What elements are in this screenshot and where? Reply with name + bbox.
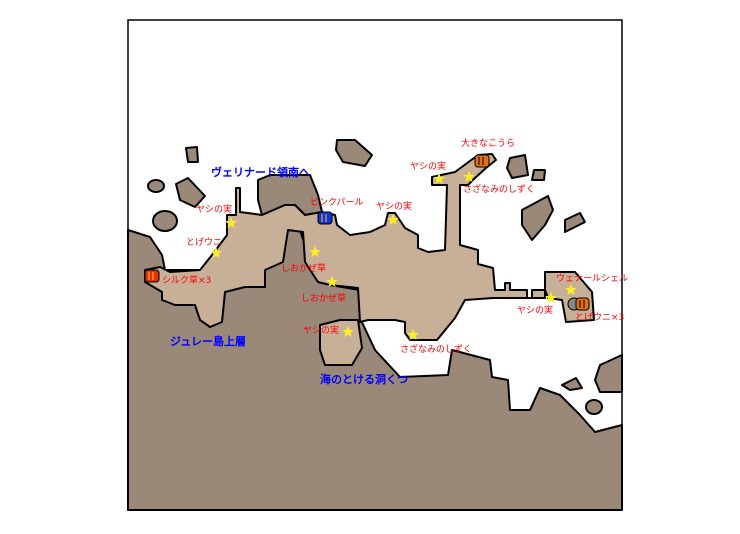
treasure-chest-shell[interactable] bbox=[474, 154, 490, 168]
islands bbox=[147, 139, 623, 415]
item-star-icon[interactable] bbox=[407, 328, 419, 340]
floor-region-main bbox=[144, 153, 546, 341]
item-label: ピンクパール bbox=[310, 198, 364, 208]
item-star-icon[interactable] bbox=[326, 275, 338, 287]
item-label: ヤシの実 bbox=[376, 202, 413, 212]
item-label: ヤシの実 bbox=[303, 326, 340, 336]
item-label: しおかぜ草 bbox=[281, 264, 327, 274]
item-label: シルク草×3 bbox=[162, 276, 212, 286]
item-star-icon[interactable] bbox=[342, 325, 354, 337]
item-label: 大きなこうら bbox=[461, 139, 516, 149]
item-star-icon[interactable] bbox=[225, 216, 237, 228]
area-label-sea-cave[interactable]: 海のとける洞くつ bbox=[320, 373, 408, 386]
item-star-icon[interactable] bbox=[545, 291, 557, 303]
item-star-icon[interactable] bbox=[210, 246, 222, 258]
treasure-chest-silk[interactable] bbox=[144, 269, 160, 283]
item-label: さざなみのしずく bbox=[463, 185, 535, 195]
treasure-chest-urchin[interactable] bbox=[575, 297, 590, 311]
item-label: さざなみのしずく bbox=[400, 345, 472, 355]
item-label: ヤシの実 bbox=[196, 205, 233, 215]
item-label: ヤシの実 bbox=[517, 306, 554, 316]
area-label-jure-upper: ジュレー島上層 bbox=[170, 335, 247, 348]
item-star-icon[interactable] bbox=[309, 245, 321, 257]
item-label: とげウニ×3 bbox=[575, 313, 625, 323]
item-star-icon[interactable] bbox=[387, 213, 399, 225]
area-label-verinard[interactable]: ヴェリナード領南へ bbox=[211, 166, 310, 179]
stars bbox=[210, 170, 577, 340]
item-star-icon[interactable] bbox=[565, 283, 577, 295]
item-star-icon[interactable] bbox=[433, 172, 445, 184]
item-label: ウェナールシェル bbox=[556, 274, 629, 284]
treasure-chest-pink-pearl[interactable] bbox=[317, 211, 333, 225]
item-label: ヤシの実 bbox=[410, 162, 447, 172]
item-label: とげウニ bbox=[186, 238, 223, 248]
item-label: しおかぜ草 bbox=[301, 294, 347, 304]
item-star-icon[interactable] bbox=[463, 170, 475, 182]
